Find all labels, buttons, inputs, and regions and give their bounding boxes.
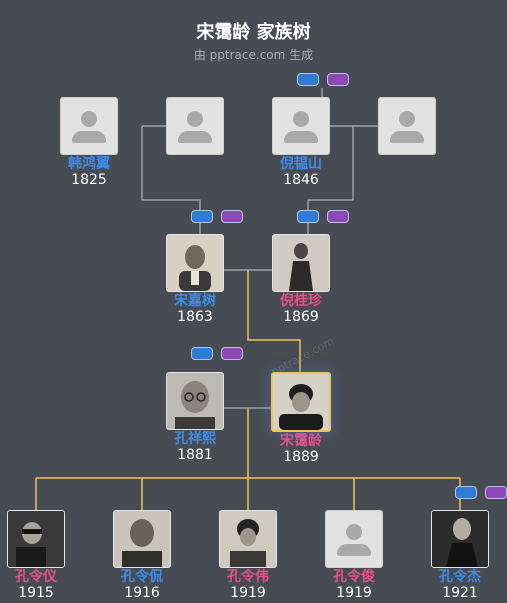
- expand-father-icon[interactable]: [297, 73, 319, 86]
- person-kong-lingjun[interactable]: 孔令俊 1919: [314, 510, 394, 601]
- person-silhouette-icon: [325, 510, 383, 568]
- page-title: 宋霭龄 家族树: [196, 22, 311, 43]
- expand-mother-icon[interactable]: [327, 210, 349, 223]
- person-ni-guizhen[interactable]: 倪桂珍 1869: [261, 234, 341, 325]
- expand-mother-icon[interactable]: [327, 73, 349, 86]
- person-year: 1919: [336, 585, 372, 601]
- person-silhouette-icon: [378, 97, 436, 155]
- expand-father-icon[interactable]: [191, 210, 213, 223]
- portrait-photo: [7, 510, 65, 568]
- person-year: 1919: [230, 585, 266, 601]
- expand-mother-icon[interactable]: [485, 486, 507, 499]
- person-name: 倪桂珍: [280, 293, 322, 309]
- person-han-hongyi[interactable]: 韩鸿翼 1825: [49, 97, 129, 188]
- person-year: 1846: [283, 172, 319, 188]
- person-name: 孔令伟: [227, 569, 269, 585]
- portrait-photo: [271, 372, 331, 432]
- connector-to-ailing: [247, 270, 301, 372]
- portrait-photo: [113, 510, 171, 568]
- person-song-jiashu[interactable]: 宋嘉树 1863: [155, 234, 235, 325]
- person-name: 倪韫山: [280, 156, 322, 172]
- person-unknown-spouse[interactable]: [155, 97, 235, 155]
- person-ni-yunshan[interactable]: 倪韫山 1846: [261, 97, 341, 188]
- person-kong-lingyi[interactable]: 孔令仪 1915: [0, 510, 76, 601]
- person-name: 孔令侃: [121, 569, 163, 585]
- connector-ni-parents: [307, 125, 378, 212]
- person-song-ailing[interactable]: 宋霭龄 1889: [261, 372, 341, 465]
- portrait-photo: [166, 372, 224, 430]
- expand-father-icon[interactable]: [297, 210, 319, 223]
- person-year: 1916: [124, 585, 160, 601]
- person-year: 1881: [177, 447, 213, 463]
- person-kong-lingwei[interactable]: 孔令伟 1919: [208, 510, 288, 601]
- expand-father-icon[interactable]: [455, 486, 477, 499]
- portrait-photo: [272, 234, 330, 292]
- person-kong-lingjie[interactable]: 孔令杰 1921: [420, 510, 500, 601]
- person-year: 1915: [18, 585, 54, 601]
- portrait-photo: [431, 510, 489, 568]
- person-year: 1869: [283, 309, 319, 325]
- person-kong-lingkan[interactable]: 孔令侃 1916: [102, 510, 182, 601]
- expand-father-icon[interactable]: [191, 347, 213, 360]
- expand-mother-icon[interactable]: [221, 347, 243, 360]
- person-name: 孔令仪: [15, 569, 57, 585]
- person-kong-xiangxi[interactable]: 孔祥熙 1881: [155, 372, 235, 463]
- person-name: 韩鸿翼: [68, 156, 110, 172]
- person-name: 宋嘉树: [174, 293, 216, 309]
- person-silhouette-icon: [60, 97, 118, 155]
- person-unknown-spouse[interactable]: [367, 97, 447, 155]
- person-year: 1825: [71, 172, 107, 188]
- connector-han-parents: [141, 125, 201, 212]
- person-name: 孔祥熙: [174, 431, 216, 447]
- person-year: 1863: [177, 309, 213, 325]
- portrait-photo: [219, 510, 277, 568]
- expand-mother-icon[interactable]: [221, 210, 243, 223]
- person-name: 孔令杰: [439, 569, 481, 585]
- person-name: 宋霭龄: [280, 433, 322, 449]
- connector-kong-children: [35, 408, 461, 510]
- person-silhouette-icon: [166, 97, 224, 155]
- person-year: 1921: [442, 585, 478, 601]
- page-subtitle: 由 pptrace.com 生成: [193, 48, 314, 62]
- person-name: 孔令俊: [333, 569, 375, 585]
- person-silhouette-icon: [272, 97, 330, 155]
- portrait-photo: [166, 234, 224, 292]
- person-year: 1889: [283, 449, 319, 465]
